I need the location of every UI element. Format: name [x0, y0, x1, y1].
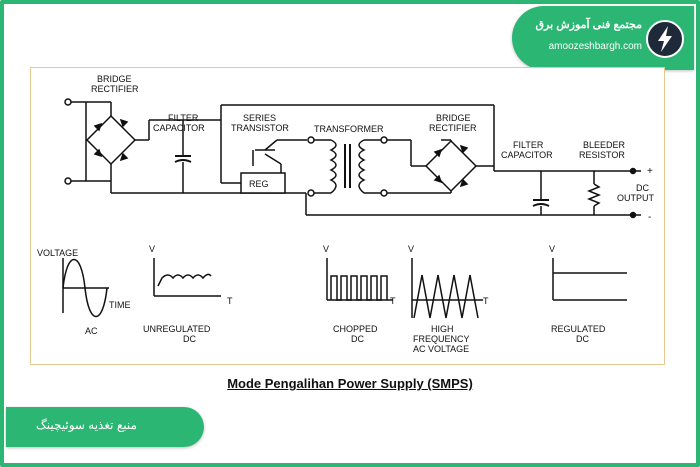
ac-caption: AC — [85, 326, 98, 336]
high-frequency-caption-line2: FREQUENCY — [413, 334, 470, 344]
filter-capacitor-2 — [532, 171, 550, 215]
unregulated-caption-line2: DC — [183, 334, 196, 344]
bridge-rectifier-1-label-line1: BRIDGE — [97, 74, 132, 84]
brand-site[interactable]: amoozeshbargh.com — [548, 41, 642, 52]
chopped-caption-line2: DC — [351, 334, 364, 344]
brand-badge[interactable]: مجتمع فنی آموزش برق amoozeshbargh.com — [512, 6, 694, 70]
series-transistor — [220, 104, 495, 184]
high-frequency-caption-line3: AC VOLTAGE — [413, 344, 469, 354]
bleeder-resistor-label-line2: RESISTOR — [579, 150, 625, 160]
bottom-label-badge: منبع تغذیه سوئیچینگ — [6, 407, 204, 447]
ac-x-label: TIME — [109, 300, 131, 310]
unregulated-caption-line1: UNREGULATED — [143, 324, 211, 334]
dc-output-label-line2: OUTPUT — [617, 193, 655, 203]
regulated-y-label: V — [549, 244, 555, 254]
series-transistor-label-line1: SERIES — [243, 113, 276, 123]
unregulated-y-label: V — [149, 244, 155, 254]
high-frequency-x-label: T — [483, 296, 489, 306]
filter-capacitor-1 — [174, 120, 192, 193]
filter-capacitor-2-label-line1: FILTER — [513, 140, 544, 150]
high-frequency-y-label: V — [408, 244, 414, 254]
bleeder-resistor-label-line1: BLEEDER — [583, 140, 626, 150]
brand-name: مجتمع فنی آموزش برق — [535, 19, 642, 31]
reg-label: REG — [249, 179, 269, 189]
unregulated-x-label: T — [227, 296, 233, 306]
high-frequency-ac-waveform — [411, 258, 483, 319]
minus-sign: - — [648, 212, 651, 223]
filter-capacitor-1-label-line1: FILTER — [168, 113, 199, 123]
reg-block — [240, 172, 286, 194]
filter-capacitor-2-label-line2: CAPACITOR — [501, 150, 553, 160]
bridge-rectifier-2-label-line2: RECTIFIER — [429, 123, 477, 133]
series-transistor-label-line2: TRANSISTOR — [231, 123, 289, 133]
unregulated-dc-waveform — [153, 258, 221, 297]
ac-y-label: VOLTAGE — [37, 248, 78, 258]
chopped-dc-waveform — [326, 258, 393, 301]
lightning-logo-icon — [646, 20, 684, 58]
smps-diagram: BRIDGE RECTIFIER FILTER CAPACITOR R — [30, 67, 665, 365]
transformer-label: TRANSFORMER — [314, 124, 384, 134]
filter-capacitor-1-label-line2: CAPACITOR — [153, 123, 205, 133]
chopped-y-label: V — [323, 244, 329, 254]
chopped-x-label: T — [390, 296, 396, 306]
regulated-caption-line2: DC — [576, 334, 589, 344]
bleeder-resistor — [586, 171, 602, 215]
bridge-rectifier-1-label-line2: RECTIFIER — [91, 84, 139, 94]
regulated-dc-waveform — [552, 258, 627, 301]
chopped-caption-line1: CHOPPED — [333, 324, 378, 334]
brand-text: مجتمع فنی آموزش برق amoozeshbargh.com — [536, 18, 642, 52]
transformer — [305, 136, 641, 216]
high-frequency-caption-line1: HIGH — [431, 324, 454, 334]
figure-caption: Mode Pengalihan Power Supply (SMPS) — [227, 376, 473, 391]
bottom-label-text: منبع تغذیه سوئیچینگ — [36, 418, 137, 432]
dc-output-label-line1: DC — [636, 183, 649, 193]
ac-waveform — [62, 258, 109, 318]
regulated-caption-line1: REGULATED — [551, 324, 606, 334]
plus-sign: + — [647, 166, 653, 177]
dc-output-terminals — [629, 167, 637, 219]
bridge-rectifier-2 — [387, 139, 641, 194]
bridge-rectifier-2-label-line1: BRIDGE — [436, 113, 471, 123]
